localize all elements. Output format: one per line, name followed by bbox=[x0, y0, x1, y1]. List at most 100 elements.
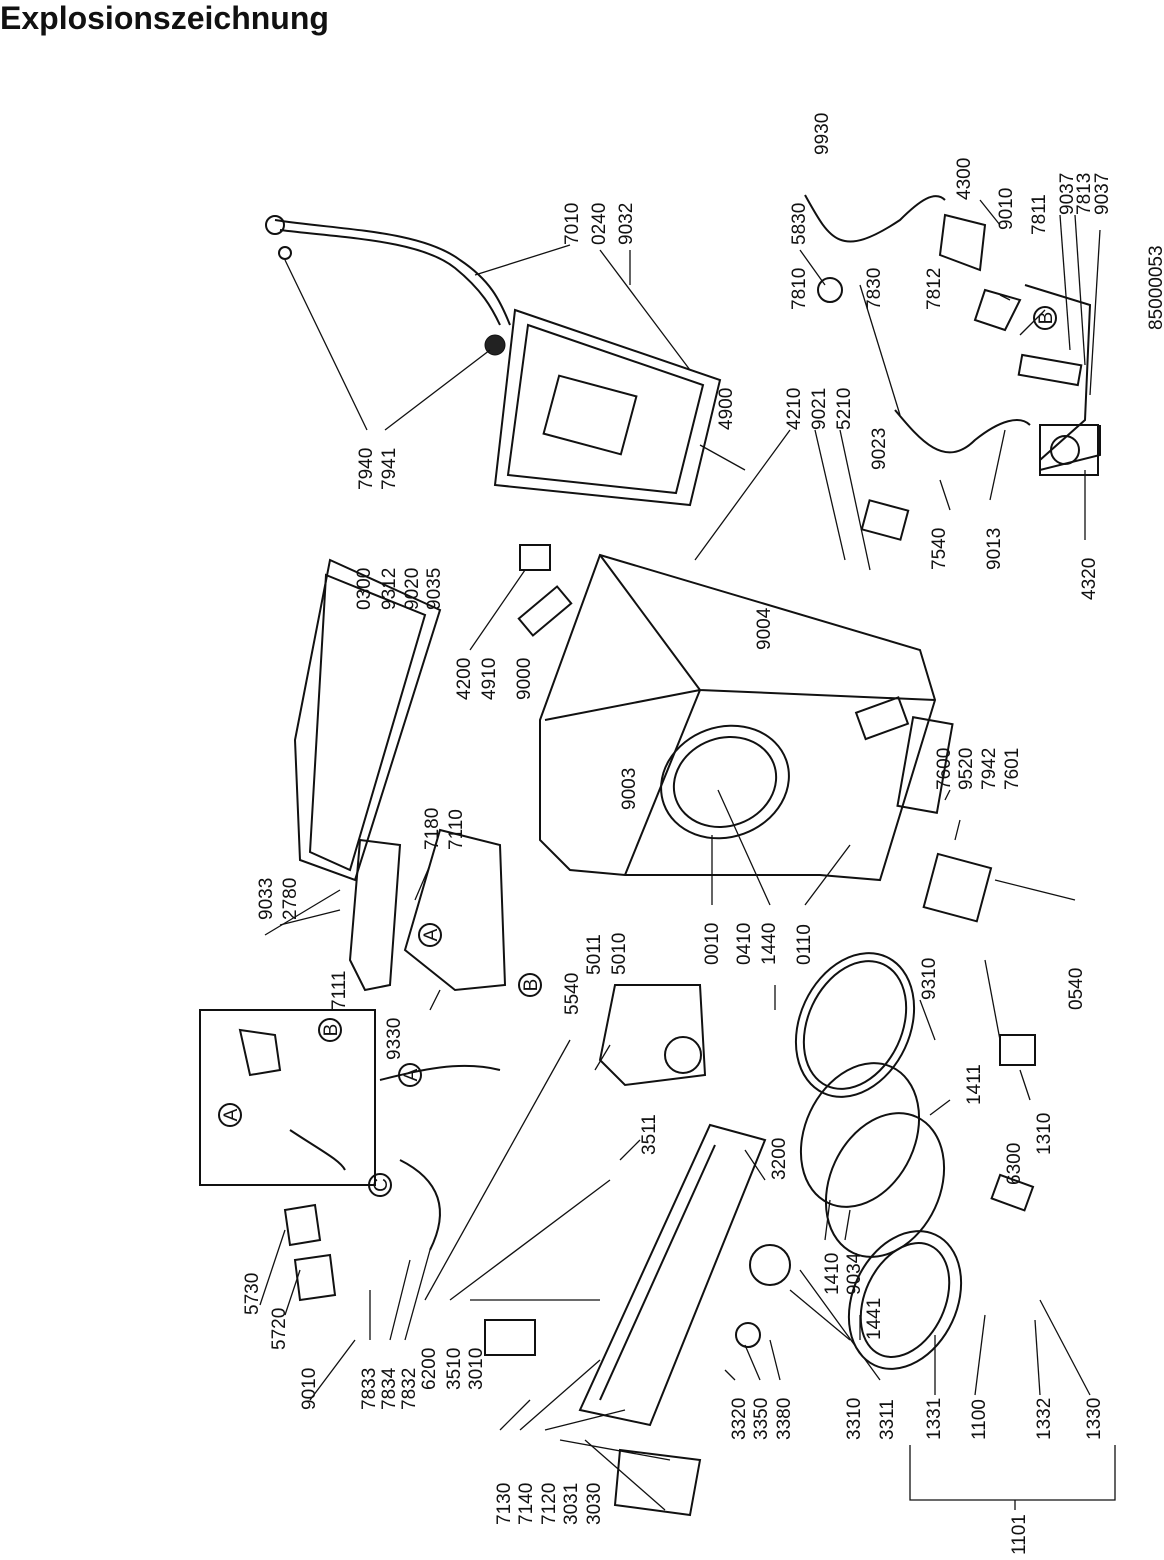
part-label: 9021 bbox=[809, 388, 830, 430]
callout-a: A bbox=[401, 1068, 422, 1081]
callout-b: B bbox=[321, 1024, 342, 1037]
part-label: 9330 bbox=[384, 1018, 405, 1060]
part-label: 1100 bbox=[969, 1399, 990, 1440]
part-label: 1441 bbox=[864, 1298, 885, 1340]
part-label: 2780 bbox=[280, 878, 301, 920]
part-label: 3510 bbox=[444, 1348, 465, 1390]
part-label: 3511 bbox=[639, 1114, 660, 1155]
rear-panel bbox=[493, 308, 722, 507]
part-label: 7110 bbox=[446, 809, 467, 850]
part-label: 4210 bbox=[784, 388, 805, 430]
part-label: 0540 bbox=[1066, 968, 1087, 1010]
part-label: 7832 bbox=[399, 1368, 420, 1410]
part-label: 9034 bbox=[844, 1252, 865, 1295]
part-label: 9020 bbox=[402, 568, 423, 610]
part-label: 1310 bbox=[1034, 1113, 1055, 1155]
part-label: 5720 bbox=[269, 1308, 290, 1350]
part-label: 7830 bbox=[864, 268, 885, 310]
part-label: 9010 bbox=[299, 1368, 320, 1410]
part-label: 9010 bbox=[996, 188, 1017, 230]
part-label: 7834 bbox=[379, 1367, 400, 1410]
part-label: 1440 bbox=[759, 923, 780, 965]
part-label: 7600 bbox=[934, 748, 955, 790]
part-label: 0300 bbox=[354, 568, 375, 610]
misc-small-parts bbox=[484, 499, 1036, 1356]
control-module bbox=[598, 984, 707, 1087]
part-label: 3350 bbox=[751, 1398, 772, 1440]
part-label: 6300 bbox=[1004, 1143, 1025, 1185]
part-label: 7942 bbox=[979, 748, 1000, 790]
callout-b: B bbox=[521, 979, 542, 992]
part-label: 3200 bbox=[769, 1138, 790, 1180]
part-label: 7120 bbox=[539, 1483, 560, 1525]
drain-assembly bbox=[804, 194, 1101, 476]
part-label: 1332 bbox=[1034, 1398, 1055, 1440]
callout-markers: A B B B A A C bbox=[218, 306, 1057, 1197]
part-label: 7813 bbox=[1074, 173, 1095, 215]
part-label: 9013 bbox=[984, 528, 1005, 570]
part-label: 0410 bbox=[734, 923, 755, 965]
part-label: 6200 bbox=[419, 1348, 440, 1390]
part-label: 5210 bbox=[834, 388, 855, 430]
part-label: 9520 bbox=[956, 748, 977, 790]
callout-c: C bbox=[371, 1178, 392, 1192]
part-label: 7130 bbox=[494, 1483, 515, 1525]
part-label: 1411 bbox=[964, 1064, 985, 1105]
part-label: 5830 bbox=[789, 203, 810, 245]
callout-a: A bbox=[421, 928, 442, 941]
part-label: 5011 bbox=[584, 934, 605, 975]
top-cover bbox=[293, 558, 442, 882]
part-label: 7940 bbox=[356, 448, 377, 490]
part-label: 7812 bbox=[924, 268, 945, 310]
part-label: 7810 bbox=[789, 268, 810, 310]
part-label: 3380 bbox=[774, 1398, 795, 1440]
part-label: 9004 bbox=[754, 607, 775, 650]
part-label: 9035 bbox=[424, 568, 445, 610]
part-label: 7833 bbox=[359, 1368, 380, 1410]
part-label: 3311 bbox=[877, 1399, 898, 1440]
part-label: 9312 bbox=[379, 568, 400, 610]
part-label: 9930 bbox=[812, 113, 833, 155]
part-label: 9023 bbox=[869, 428, 890, 470]
part-label: 4200 bbox=[454, 658, 475, 700]
part-labels: 7010 0240 9032 9930 5830 4300 9010 7811 … bbox=[242, 113, 1164, 1555]
callout-a: A bbox=[221, 1108, 242, 1121]
part-label: 1410 bbox=[822, 1253, 843, 1295]
part-label: 5540 bbox=[562, 973, 583, 1015]
part-label: 7601 bbox=[1002, 748, 1023, 790]
part-label: 7010 bbox=[562, 203, 583, 245]
part-label: 9310 bbox=[919, 958, 940, 1000]
part-label: 9037 bbox=[1092, 173, 1113, 215]
leader-lines bbox=[259, 199, 1116, 1511]
inset-box bbox=[199, 1009, 376, 1186]
detergent-drawer-housing bbox=[348, 828, 507, 992]
page-title: Explosionszeichnung bbox=[0, 0, 329, 36]
part-label: 7941 bbox=[379, 448, 400, 490]
control-panel bbox=[578, 1123, 791, 1517]
part-label: 5010 bbox=[609, 933, 630, 975]
part-label: 1101 bbox=[1009, 1514, 1030, 1555]
part-label: 7180 bbox=[422, 808, 443, 850]
part-label: 3320 bbox=[729, 1398, 750, 1440]
document-number: 85000053 bbox=[1146, 245, 1164, 330]
part-label: 4300 bbox=[954, 158, 975, 200]
part-label: 3031 bbox=[561, 1483, 582, 1525]
callout-b: B bbox=[1036, 312, 1057, 325]
part-label: 4320 bbox=[1079, 558, 1100, 600]
part-label: 9033 bbox=[256, 878, 277, 920]
part-label: 9000 bbox=[514, 658, 535, 700]
part-label: 5730 bbox=[242, 1273, 263, 1315]
part-label: 7540 bbox=[929, 528, 950, 570]
part-label: 3010 bbox=[466, 1348, 487, 1390]
part-label: 3310 bbox=[844, 1398, 865, 1440]
part-label: 0110 bbox=[794, 924, 815, 965]
part-label: 4910 bbox=[479, 658, 500, 700]
part-label: 4900 bbox=[716, 388, 737, 430]
part-label: 7111 bbox=[329, 971, 350, 1010]
part-label: 9032 bbox=[616, 203, 637, 245]
part-label: 7811 bbox=[1029, 194, 1050, 235]
door-seals bbox=[794, 952, 963, 1370]
part-label: 9003 bbox=[619, 768, 640, 810]
part-label: 7140 bbox=[516, 1483, 537, 1525]
